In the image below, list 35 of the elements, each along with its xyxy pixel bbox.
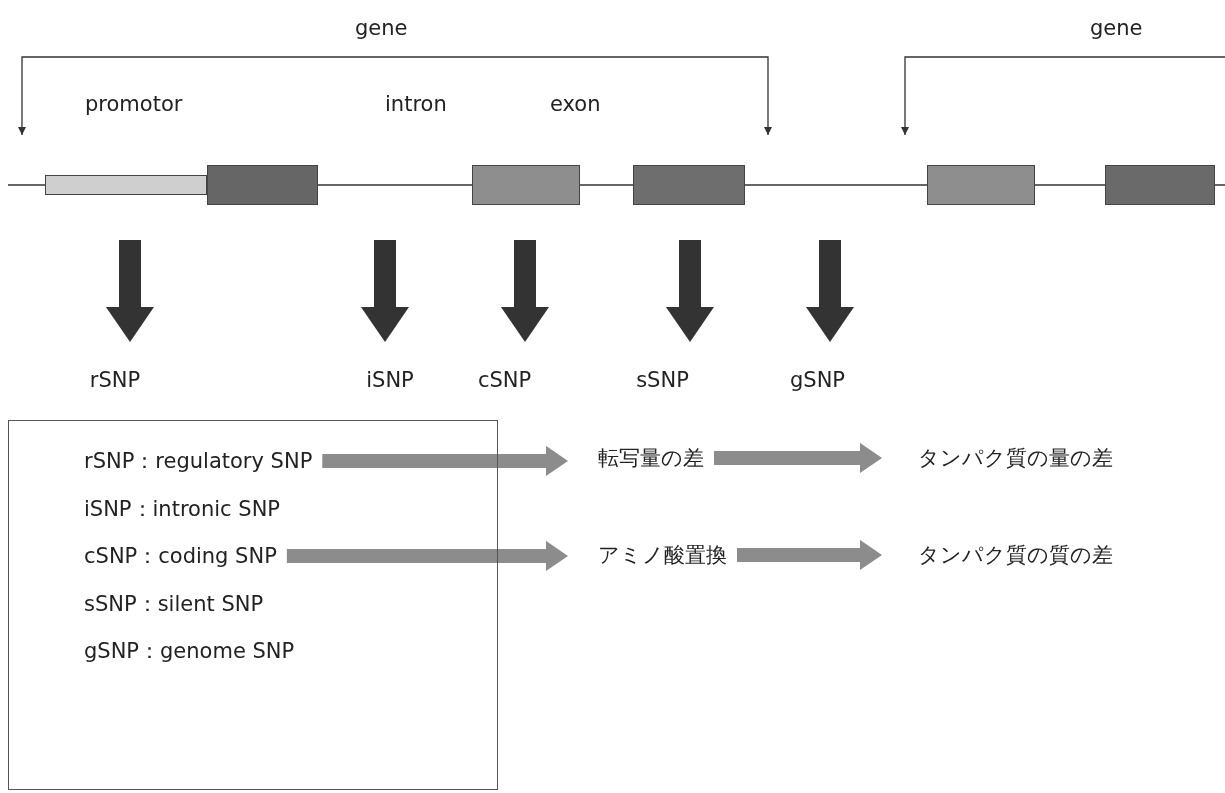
gene-label: gene	[355, 16, 408, 40]
block-arrow	[737, 539, 882, 571]
effect-text: 転写量の差	[568, 440, 800, 476]
region-label: intron	[385, 92, 447, 116]
definition-text: rSNP：regulatory SNP	[84, 443, 488, 479]
definition-text: cSNP：coding SNP	[84, 538, 488, 574]
snp-label: cSNP	[462, 342, 547, 392]
block-arrow	[105, 240, 155, 342]
effect-text: タンパク質の量の差	[882, 440, 1222, 476]
exon-block	[472, 165, 580, 205]
snp-label: iSNP	[355, 342, 425, 392]
exon-block	[633, 165, 745, 205]
block-arrow	[714, 442, 882, 474]
region-label: exon	[550, 92, 601, 116]
snp-label: rSNP	[70, 342, 160, 392]
definition-text: sSNP：silent SNP	[84, 586, 484, 622]
snp-label: gSNP	[775, 342, 860, 392]
exon-block	[1105, 165, 1215, 205]
exon-block	[207, 165, 318, 205]
gene-label: gene	[1090, 16, 1143, 40]
block-arrow	[322, 445, 568, 477]
snp-label: sSNP	[620, 342, 705, 392]
definition-text: gSNP：genome SNP	[84, 633, 484, 669]
region-label: promotor	[85, 92, 183, 116]
block-arrow	[286, 540, 568, 572]
effect-text: アミノ酸置換	[568, 537, 800, 573]
block-arrow	[360, 240, 410, 342]
promoter-region	[45, 175, 207, 195]
block-arrow	[805, 240, 855, 342]
block-arrow	[500, 240, 550, 342]
legend-panel	[8, 420, 498, 790]
effect-text: タンパク質の質の差	[882, 537, 1222, 573]
block-arrow	[665, 240, 715, 342]
exon-block	[927, 165, 1035, 205]
definition-text: iSNP：intronic SNP	[84, 491, 484, 527]
